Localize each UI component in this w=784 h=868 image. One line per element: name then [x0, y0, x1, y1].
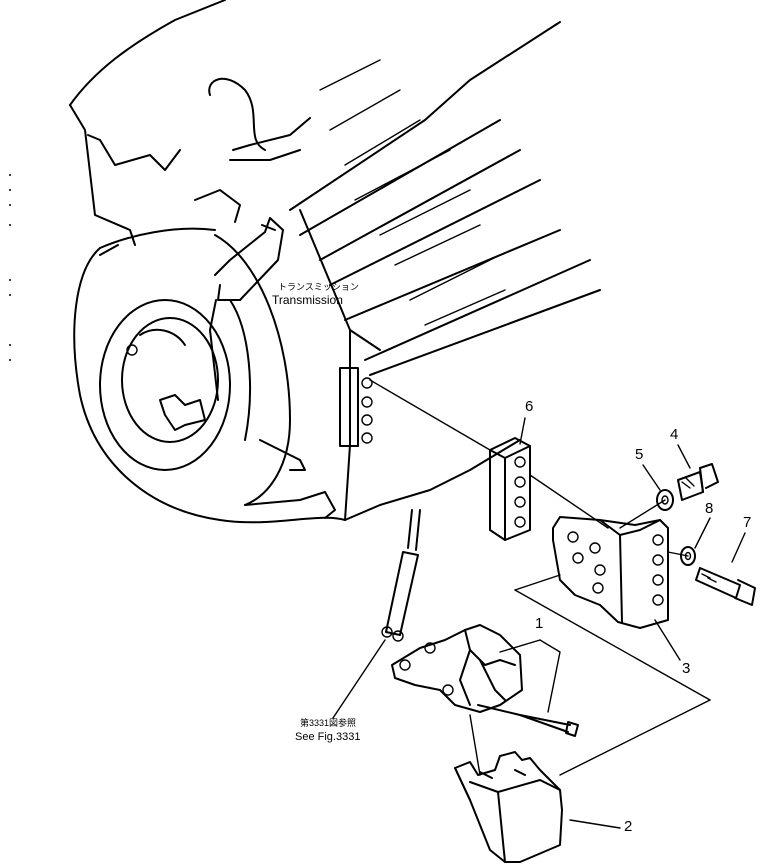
- part-4-bolt: [677, 463, 719, 501]
- part-6-spacer-block: [489, 437, 531, 541]
- part-2-cushion: [454, 751, 563, 863]
- transmission-label-en: Transmission: [272, 293, 343, 307]
- converter-housing: [73, 217, 346, 524]
- callout-7: 7: [743, 514, 752, 531]
- part-7-bolt: [695, 567, 756, 606]
- callout-5: 5: [635, 446, 644, 463]
- callout-3: 3: [682, 660, 691, 677]
- part-3-bracket: [552, 516, 669, 629]
- callout-1: 1: [535, 615, 544, 632]
- callout-6: 6: [525, 398, 534, 415]
- link-rod: [381, 509, 421, 642]
- transmission-label-jp: トランスミッション: [278, 282, 359, 292]
- part-1-mount-assembly: [391, 624, 579, 737]
- leader-lines: [332, 379, 746, 829]
- scan-specks: [9, 174, 11, 361]
- callout-2: 2: [624, 818, 633, 835]
- transmission-housing: [69, 0, 601, 521]
- callout-4: 4: [670, 426, 679, 443]
- part-5-washer: [656, 489, 674, 511]
- see-fig-label-en: See Fig.3331: [295, 731, 361, 743]
- see-fig-label-jp: 第3331図参照: [300, 718, 357, 728]
- callout-8: 8: [705, 500, 714, 517]
